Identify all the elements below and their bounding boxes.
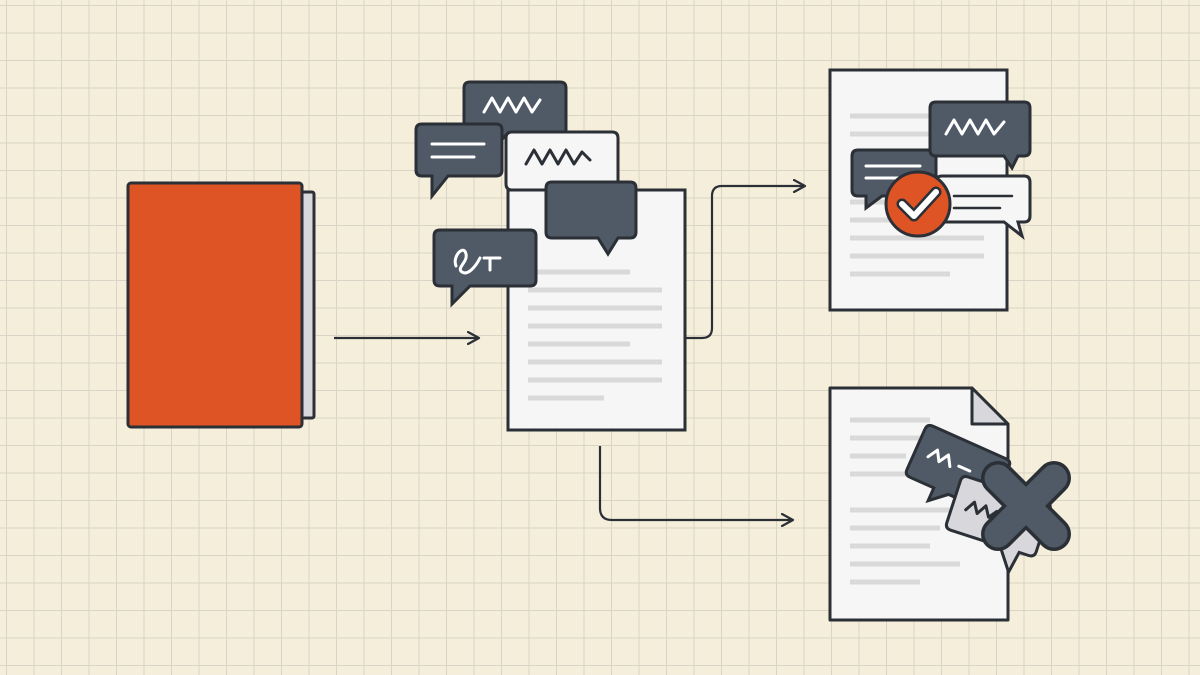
comment-bubble-icon bbox=[432, 228, 538, 308]
book-icon bbox=[126, 181, 316, 429]
text-lines bbox=[850, 417, 960, 585]
comment-bubble-icon bbox=[414, 122, 504, 201]
review-document bbox=[414, 80, 687, 432]
comment-bubble-icon bbox=[928, 100, 1032, 171]
book-cover bbox=[126, 181, 304, 429]
check-circle-icon bbox=[884, 170, 952, 238]
text-lines bbox=[528, 269, 662, 401]
x-mark-icon bbox=[981, 461, 1071, 551]
approved-document bbox=[828, 68, 1032, 312]
comment-bubble-icon bbox=[544, 180, 638, 257]
arrow-right-icon bbox=[686, 186, 804, 340]
rejected-document bbox=[828, 386, 1071, 622]
arrow-right-icon bbox=[598, 446, 792, 520]
folded-corner bbox=[970, 386, 1010, 426]
